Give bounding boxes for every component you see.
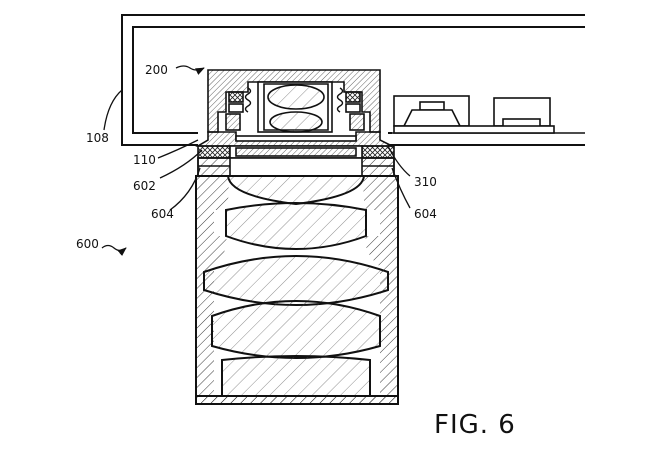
- mount-layer: [197, 145, 395, 177]
- camera-module: [195, 69, 393, 147]
- leader-lines: [101, 65, 411, 257]
- figure-caption: FIG. 6: [434, 410, 516, 440]
- ref-110: 110: [133, 153, 156, 167]
- lens-attachment: [195, 175, 399, 405]
- board-components: [393, 95, 555, 134]
- ref-200: 200: [145, 63, 168, 77]
- ref-602: 602: [133, 179, 156, 193]
- ref-604-left: 604: [151, 207, 174, 221]
- ref-108: 108: [86, 131, 109, 145]
- ref-600: 600: [76, 237, 99, 251]
- ref-310: 310: [414, 175, 437, 189]
- ref-604-right: 604: [414, 207, 437, 221]
